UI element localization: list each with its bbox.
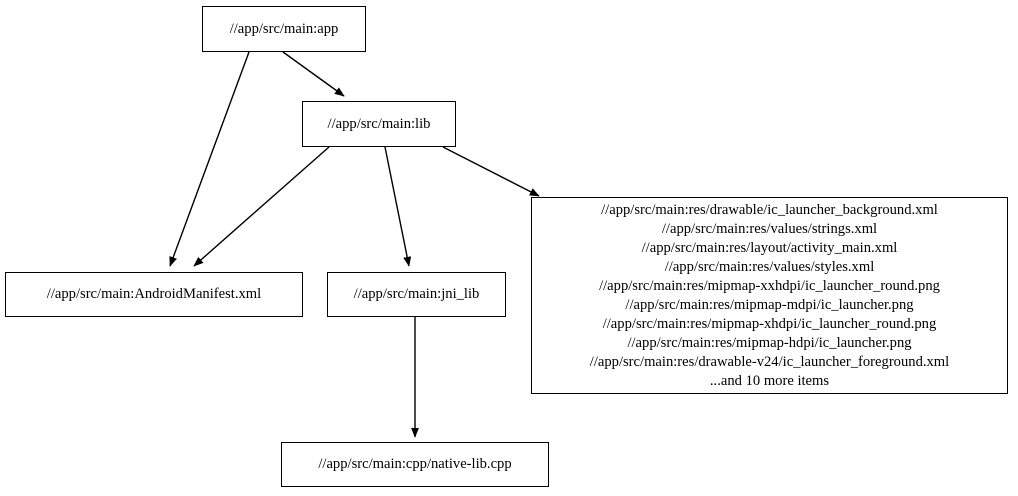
- edge-app-to-manifest: [169, 51, 250, 267]
- node-resources-group[interactable]: //app/src/main:res/drawable/ic_launcher_…: [531, 197, 1008, 394]
- node-app[interactable]: //app/src/main:app: [202, 6, 366, 52]
- node-resources-group-label: //app/src/main:res/drawable/ic_launcher_…: [589, 201, 950, 389]
- node-android-manifest-label: //app/src/main:AndroidManifest.xml: [46, 286, 262, 302]
- edge-lib-to-jni-lib: [384, 146, 412, 267]
- edge-lib-to-resources: [442, 146, 540, 197]
- node-native-lib-cpp-label: //app/src/main:cpp/native-lib.cpp: [318, 456, 512, 472]
- edge-app-to-lib: [282, 51, 345, 97]
- node-lib-label: //app/src/main:lib: [327, 115, 431, 132]
- node-android-manifest[interactable]: //app/src/main:AndroidManifest.xml: [5, 272, 303, 317]
- edge-lib-to-manifest: [193, 146, 330, 267]
- node-app-label: //app/src/main:app: [229, 20, 339, 37]
- node-lib[interactable]: //app/src/main:lib: [302, 101, 456, 147]
- node-jni-lib-label: //app/src/main:jni_lib: [353, 286, 480, 302]
- node-native-lib-cpp[interactable]: //app/src/main:cpp/native-lib.cpp: [281, 442, 549, 487]
- node-jni-lib[interactable]: //app/src/main:jni_lib: [327, 272, 506, 317]
